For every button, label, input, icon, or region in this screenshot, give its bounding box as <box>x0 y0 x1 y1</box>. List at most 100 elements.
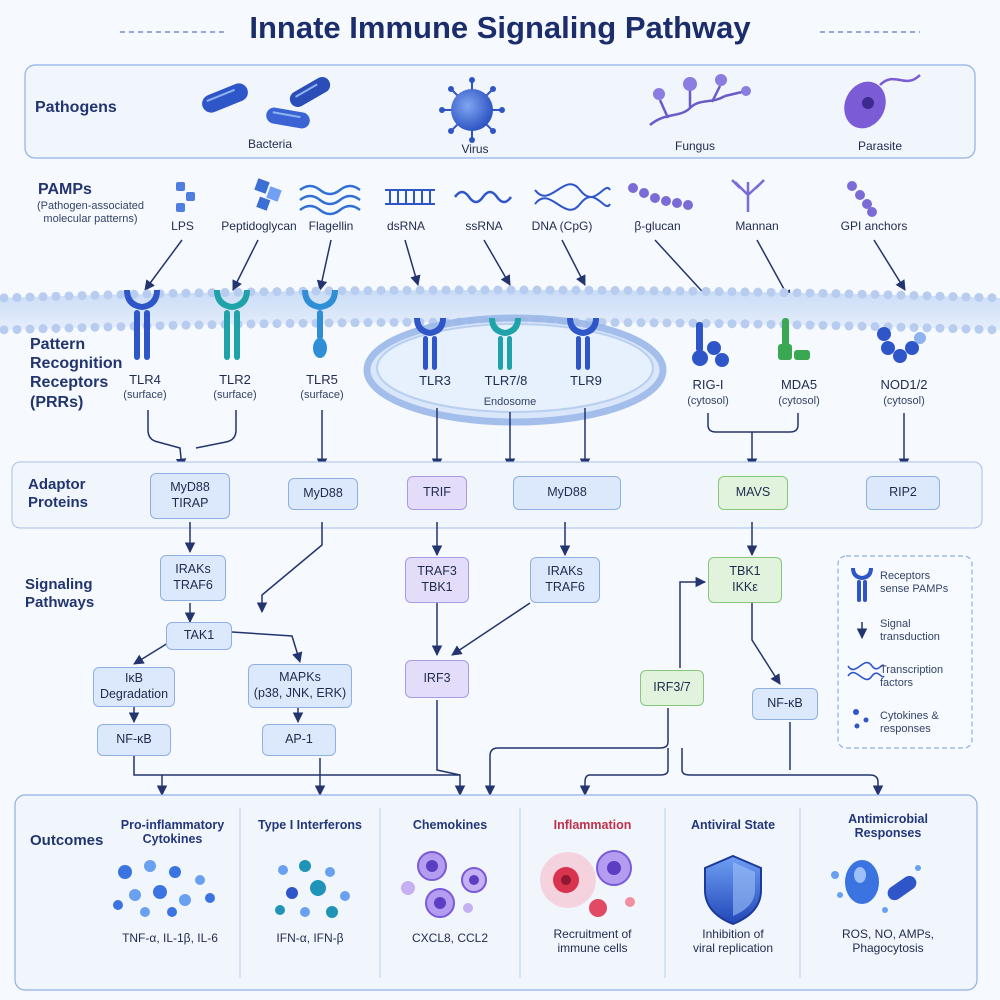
receptor-label-tlr2: TLR2 <box>219 372 251 387</box>
dsrna-icon <box>385 189 435 205</box>
tlr5-icon <box>302 290 338 358</box>
pamp-label-flagellin: Flagellin <box>308 219 354 233</box>
pathogen-label-virus: Virus <box>461 142 489 156</box>
outcome-title-antiviral: Antiviral State <box>690 818 776 832</box>
outcome-desc-inflammation: Recruitment of immune cells <box>553 927 632 955</box>
legend-cytokines: Cytokines & responses <box>880 710 939 735</box>
row-label-pamps: PAMPs <box>38 181 92 198</box>
receptor-loc-tlr2: (surface) <box>213 389 257 401</box>
signal-iraks-traf6-endosome[interactable]: IRAKs TRAF6 <box>530 557 600 603</box>
flagellin-icon <box>299 184 361 216</box>
receptor-loc-tlr5: (surface) <box>300 389 344 401</box>
tlr4-icon <box>124 290 160 360</box>
outcome-desc-antiviral: Inhibition of viral replication <box>692 927 774 955</box>
receptor-icons <box>124 290 926 370</box>
tlr78-icon <box>489 318 521 370</box>
signal-traf3-tbk1[interactable]: TRAF3 TBK1 <box>405 557 469 603</box>
shield-icon <box>704 854 762 926</box>
legend-receptors: Receptors sense PAMPs <box>880 570 949 595</box>
pamp-icons <box>176 178 877 217</box>
legend-panel <box>837 555 973 749</box>
outcome-dividers <box>239 808 801 978</box>
signal-ap1[interactable]: AP-1 <box>262 724 336 756</box>
receptor-label-tlr3: TLR3 <box>419 373 451 388</box>
endosome-label: Endosome <box>483 396 537 408</box>
receptor-label-tlr78: TLR7/8 <box>484 373 528 388</box>
receptor-label-tlr9: TLR9 <box>570 373 602 388</box>
receptor-label-tlr4: TLR4 <box>129 372 161 387</box>
pamp-label-peptidoglycan: Peptidoglycan <box>221 219 297 233</box>
outcomes-panel <box>14 794 978 991</box>
adaptor-myd88-tirap[interactable]: MyD88 TIRAP <box>150 473 230 519</box>
adaptor-trif[interactable]: TRIF <box>407 476 467 510</box>
adaptor-myd88-tlr5[interactable]: MyD88 <box>288 478 358 510</box>
cytokine-dots-icon <box>113 860 215 917</box>
dna-icon <box>534 183 611 211</box>
antimicrobial-icon <box>831 860 921 913</box>
virus-icon <box>439 77 505 143</box>
signal-ikb-degradation[interactable]: IκB Degradation <box>93 667 175 707</box>
receptor-loc-mda5: (cytosol) <box>778 395 820 407</box>
row-label-pathogens: Pathogens <box>35 99 117 116</box>
signal-iraks-traf6[interactable]: IRAKs TRAF6 <box>160 555 226 601</box>
legend-cytokine-icon <box>853 709 869 729</box>
signaling-arrows <box>128 522 781 724</box>
receptor-label-nod12: NOD1/2 <box>880 377 928 392</box>
outcome-arrows <box>133 700 884 797</box>
fungus-icon <box>649 74 751 126</box>
row-label-adaptor: Adaptor Proteins <box>28 476 89 511</box>
pamp-label-mannan: Mannan <box>735 219 779 233</box>
nod12-icon <box>877 327 926 363</box>
pamp-label-ssrna: ssRNA <box>465 219 503 233</box>
legend-signal: Signal transduction <box>880 618 940 643</box>
mda5-icon <box>778 318 810 360</box>
adaptor-rip2[interactable]: RIP2 <box>866 476 940 510</box>
pathogen-label-fungus: Fungus <box>674 139 716 153</box>
receptor-label-mda5: MDA5 <box>780 377 818 392</box>
pamp-label-beta-glucan: β-glucan <box>634 219 681 233</box>
outcome-title-inflammation: Inflammation <box>553 818 632 832</box>
receptor-label-rig-i: RIG-I <box>692 377 724 392</box>
inflammation-icon <box>540 850 635 917</box>
legend-receptor-icon <box>851 568 873 602</box>
signal-nfkb[interactable]: NF-κB <box>97 724 171 756</box>
tlr2-icon <box>214 290 250 360</box>
receptor-loc-tlr4: (surface) <box>123 389 167 401</box>
legend-dna-icon <box>847 661 885 681</box>
signal-mapks[interactable]: MAPKs (p38, JNK, ERK) <box>248 664 352 708</box>
bacteria-icon <box>202 77 331 129</box>
beta-glucan-icon <box>628 183 693 210</box>
signal-irf3[interactable]: IRF3 <box>405 660 469 698</box>
adaptor-mavs[interactable]: MAVS <box>718 476 788 510</box>
signal-tak1[interactable]: TAK1 <box>166 622 232 650</box>
receptor-arrows <box>147 408 910 470</box>
peptidoglycan-icon <box>254 178 282 211</box>
pathogen-label-bacteria: Bacteria <box>247 137 293 151</box>
pathogen-label-parasite: Parasite <box>857 139 903 153</box>
interferon-icon <box>275 860 350 918</box>
receptor-label-tlr5: TLR5 <box>306 372 338 387</box>
receptor-loc-nod12: (cytosol) <box>883 395 925 407</box>
row-label-pamps-sub: (Pathogen-associated molecular patterns) <box>36 200 144 225</box>
outcome-desc-antimicrobial: ROS, NO, AMPs, Phagocytosis <box>841 927 934 955</box>
signal-nfkb-cytosol[interactable]: NF-κB <box>752 688 818 720</box>
outcome-title-interferons: Type I Interferons <box>258 818 362 832</box>
row-label-signaling: Signaling Pathways <box>25 576 95 611</box>
adaptor-myd88-endosome[interactable]: MyD88 <box>513 476 621 510</box>
endosome <box>363 314 667 426</box>
pamp-arrows <box>144 239 906 301</box>
signal-tbk1-ikke[interactable]: TBK1 IKKε <box>708 557 782 603</box>
ssrna-icon <box>453 190 513 204</box>
pamp-label-dsrna: dsRNA <box>386 219 425 233</box>
tlr3-icon <box>414 318 446 370</box>
outcome-title-antimicrobial: Antimicrobial Responses <box>848 812 928 841</box>
row-label-prr: Pattern Recognition Receptors (PRRs) <box>30 336 123 411</box>
legend-transcription: Transcription factors <box>880 664 944 689</box>
outcome-title-chemokines: Chemokines <box>412 818 488 832</box>
receptor-loc-rig-i: (cytosol) <box>687 395 729 407</box>
gpi-anchor-icon <box>847 181 877 217</box>
signal-irf37[interactable]: IRF3/7 <box>640 670 704 706</box>
pamp-label-dna: DNA (CpG) <box>531 219 593 233</box>
